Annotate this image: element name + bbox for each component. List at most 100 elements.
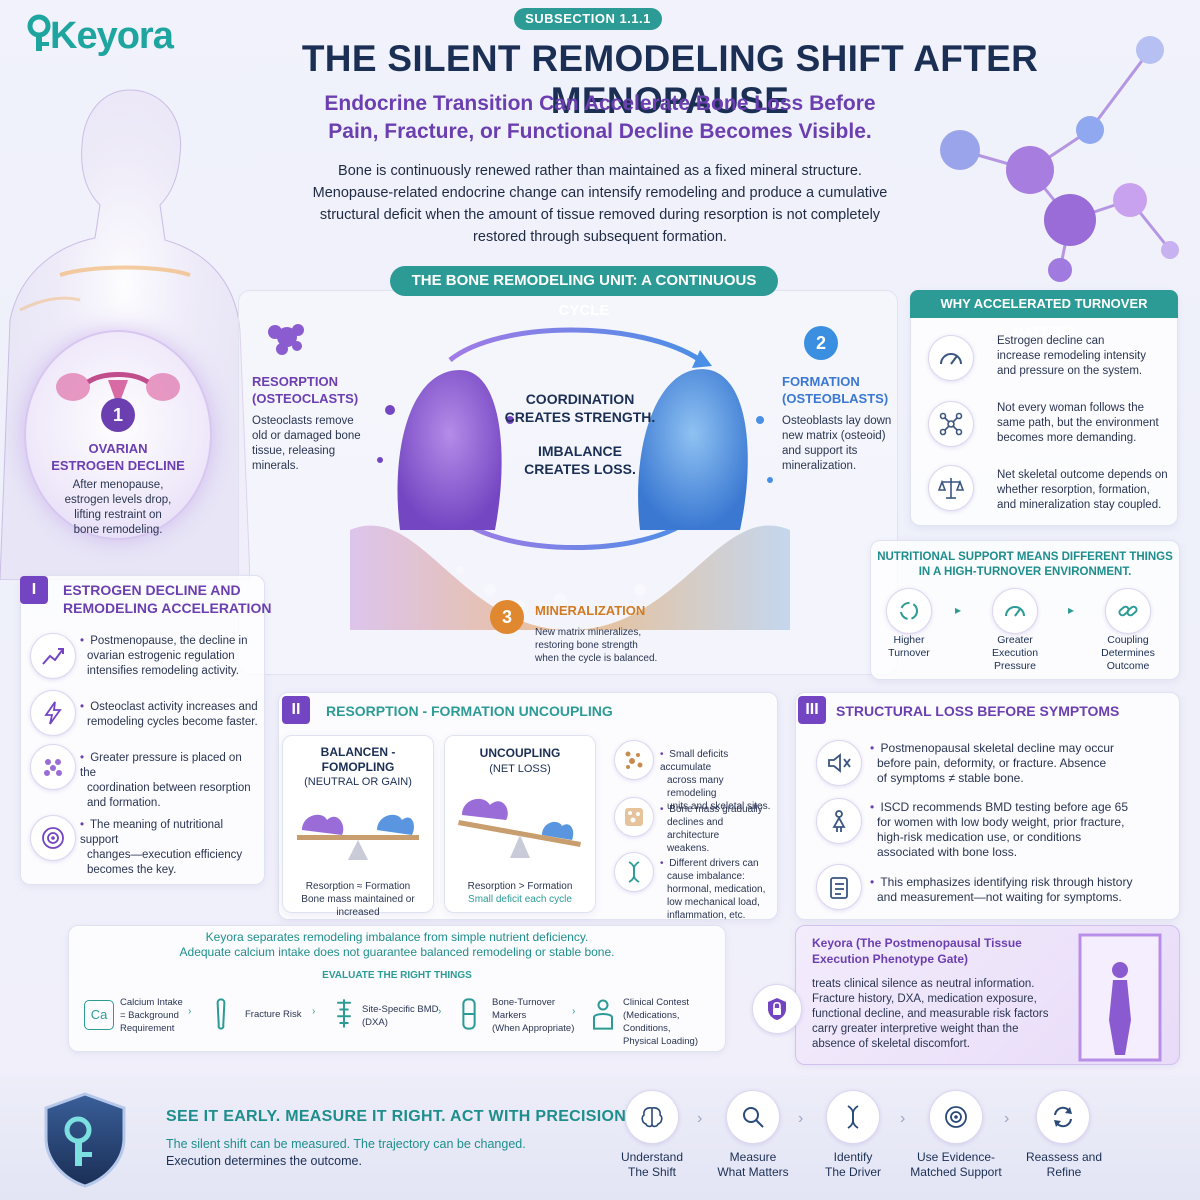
footer-tagline: SEE IT EARLY. MEASURE IT RIGHT. ACT WITH… (166, 1108, 631, 1125)
cells-cluster-icon (30, 744, 76, 790)
bone-icon (216, 998, 226, 1030)
particles-icon (614, 740, 654, 780)
intro-text: Bone is continuously renewed rather than… (312, 163, 888, 245)
evaluate-card (68, 925, 726, 1052)
section-ii-number: II (282, 696, 310, 724)
uterus-ovary-icon (56, 372, 180, 407)
balanced-caption: Resorption ≈ Formation Bone mass maintai… (301, 881, 415, 918)
evaluate-intro: Keyora separates remodeling imbalance fr… (179, 930, 615, 959)
footer-step-4: Use Evidence-Matched Support (910, 1150, 1002, 1179)
chevron-right-icon: › (188, 1006, 192, 1017)
section-iii-item-3: This emphasizes identifying risk through… (870, 875, 1175, 905)
evaluate-item-3: Site-Specific BMD(DXA) (362, 1004, 439, 1028)
section-i-item-2: Osteoclast activity increases andremodel… (80, 700, 260, 730)
keyora-logo: Keyora (24, 14, 174, 58)
target-icon (30, 815, 76, 861)
mineralization-number-badge: 3 (490, 600, 524, 634)
dna-helix-icon (826, 1090, 880, 1144)
mute-speaker-icon (816, 740, 862, 786)
ovary-number-badge: 1 (101, 398, 135, 432)
lock-shield-icon (752, 984, 802, 1034)
bone-texture-icon (614, 797, 654, 837)
section-iii-item-2: ISCD recommends BMD testing before age 6… (870, 800, 1175, 860)
arrow-right-icon: ▸ (955, 603, 962, 617)
formation-text: Osteoblasts lay down new matrix (osteoid… (782, 415, 892, 472)
arrow-right-icon: ▸ (1068, 603, 1075, 617)
section-ii-title: RESORPTION - FORMATION UNCOUPLING (326, 703, 613, 719)
brain-icon (625, 1090, 679, 1144)
dxa-scan-icon (337, 999, 351, 1028)
osteoclast-cluster-icon (268, 324, 304, 355)
evaluate-item-2: Fracture Risk (245, 1009, 302, 1020)
section-iii-item-1: Postmenopausal skeletal decline may occu… (870, 741, 1175, 786)
dna-icon (614, 852, 654, 892)
resorption-text: Osteoclasts remove old or damaged bone t… (252, 415, 361, 472)
section-iii-number: III (798, 696, 826, 724)
cycle-title: THE BONE REMODELING UNIT: A CONTINUOUS C… (390, 266, 778, 319)
section-i-title: ESTROGEN DECLINE AND REMODELING ACCELERA… (63, 582, 272, 616)
balance-scale-icon (928, 465, 974, 511)
bone-remodeling-cycle-diagram (350, 327, 790, 630)
molecule-illustration (940, 36, 1179, 282)
turnover-cycle-icon (886, 588, 932, 634)
trend-up-icon (30, 633, 76, 679)
nutritional-support-title: NUTRITIONAL SUPPORT MEANS DIFFERENT THIN… (877, 551, 1173, 578)
ovarian-estrogen-callout (24, 330, 212, 540)
footer-band (0, 1075, 1200, 1200)
chevron-right-icon: › (798, 1110, 804, 1127)
ovary-text: After menopause, estrogen levels drop, l… (64, 479, 172, 536)
chevron-right-icon: › (1004, 1110, 1010, 1127)
glowing-doorway-illustration (1078, 933, 1162, 1062)
resorption-title: RESORPTION (OSTEOCLASTS) (252, 374, 359, 406)
chevron-right-icon: › (312, 1006, 316, 1017)
woman-person-icon (816, 798, 862, 844)
uncoupling-title: UNCOUPLING (NET LOSS) (479, 746, 561, 775)
section-i-number: I (20, 576, 48, 604)
target-bullseye-icon (929, 1090, 983, 1144)
test-tube-icon (462, 998, 476, 1030)
mineralization-text: New matrix mineralizes, restoring bone s… (535, 627, 658, 664)
evaluate-label: EVALUATE THE RIGHT THINGS (322, 970, 472, 981)
cycle-center-text: COORDINATION CREATES STRENGTH. IMBALANCE… (504, 391, 656, 477)
footer-text: The silent shift can be measured. The tr… (166, 1137, 526, 1168)
section-iii-title: STRUCTURAL LOSS BEFORE SYMPTOMS (836, 703, 1120, 719)
section-i-item-3: Greater pressure is placed on thecoordin… (80, 751, 260, 811)
subsection-badge: SUBSECTION 1.1.1 (514, 8, 662, 30)
calcium-icon: Ca (84, 1000, 114, 1030)
formation-number-badge: 2 (804, 326, 838, 360)
uncoupling-seesaw-illustration (458, 798, 581, 858)
chevron-right-icon: › (438, 1006, 442, 1017)
magnifier-icon (726, 1090, 780, 1144)
gate-title: Keyora (The Postmenopausal Tissue Execut… (812, 936, 1022, 966)
why-accelerated-title: WHY ACCELERATED TURNOVER MATTERS (910, 290, 1178, 339)
chain-link-icon (1105, 588, 1151, 634)
keyora-shield-icon (44, 1092, 126, 1188)
chevron-right-icon: › (900, 1110, 906, 1127)
evaluate-item-5: Clinical Contest(Medications, Conditions… (623, 997, 698, 1047)
keyora-key-icon (27, 14, 51, 51)
page-subtitle: Endocrine Transition Can Accelerate Bone… (324, 92, 876, 143)
network-icon (928, 401, 974, 447)
uncoupling-caption: Resorption > Formation Small deficit eac… (467, 881, 573, 905)
lightning-icon (30, 690, 76, 736)
balanced-seesaw-illustration (297, 814, 419, 860)
gate-text: treats clinical silence as neutral infor… (812, 978, 1049, 1050)
gauge-icon (928, 335, 974, 381)
clinical-person-icon (592, 999, 614, 1030)
mineralization-title: MINERALIZATION (535, 603, 646, 618)
balanced-title: BALANCEN - FOMOPLING (NEUTRAL OR GAIN) (304, 745, 412, 788)
ovary-title: OVARIAN ESTROGEN DECLINE (51, 441, 185, 473)
clipboard-checklist-icon (816, 864, 862, 910)
refresh-cycle-icon (1036, 1090, 1090, 1144)
